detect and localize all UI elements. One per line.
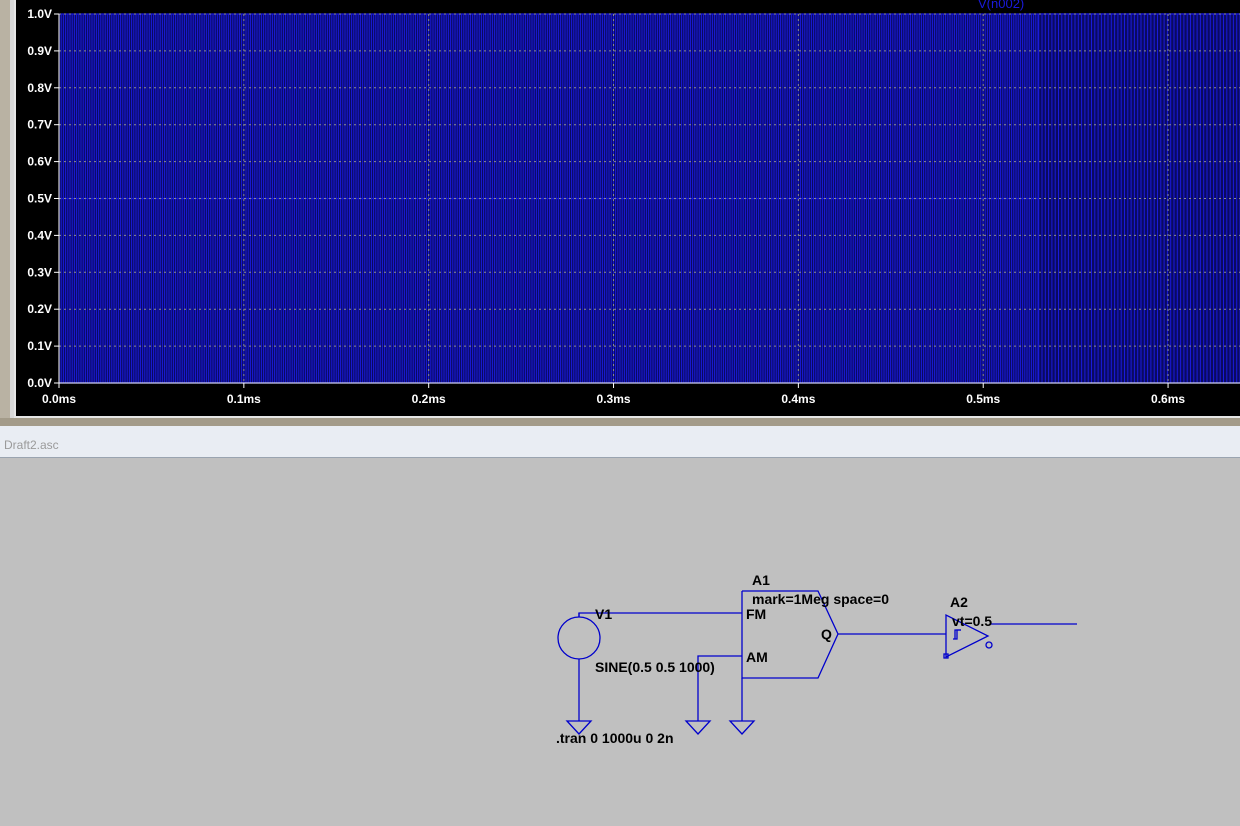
y-tick-label: 0.9V bbox=[27, 44, 52, 58]
ground-symbol bbox=[684, 720, 712, 735]
tran-directive[interactable]: .tran 0 1000u 0 2n bbox=[556, 730, 674, 746]
a1-params-label[interactable]: mark=1Meg space=0 bbox=[752, 591, 889, 607]
a1-name-label: A1 bbox=[752, 572, 770, 588]
a1-am-pin-label: AM bbox=[746, 649, 768, 665]
waveform-plot[interactable]: 1.0V 0.9V 0.8V 0.7V 0.6V 0.5V 0.4V 0.3V 0.2V 0.1V… bbox=[16, 0, 1240, 416]
a2-name-label: A2 bbox=[950, 594, 968, 610]
x-tick-label: 0.1ms bbox=[227, 392, 261, 406]
modulator-a1[interactable] bbox=[741, 590, 839, 679]
waveform-viewer[interactable]: 1.0V 0.9V 0.8V 0.7V 0.6V 0.5V 0.4V 0.3V 0.2V 0.1V… bbox=[14, 0, 1240, 418]
y-tick-label: 0.1V bbox=[27, 339, 52, 353]
y-tick-label: 0.7V bbox=[27, 118, 52, 132]
schematic-title-bar[interactable]: Draft2.asc bbox=[0, 426, 1240, 458]
schmitt-inverter-a2[interactable] bbox=[945, 613, 990, 659]
v1-value-label[interactable]: SINE(0.5 0.5 1000) bbox=[595, 659, 715, 675]
a2-params-label[interactable]: vt=0.5 bbox=[952, 613, 993, 629]
schematic-filename: Draft2.asc bbox=[4, 438, 59, 452]
ground-symbol bbox=[565, 720, 593, 735]
y-tick-label: 0.2V bbox=[27, 302, 52, 316]
a1-q-pin-label: Q bbox=[821, 626, 832, 642]
x-tick-label: 0.5ms bbox=[966, 392, 1000, 406]
window-border bbox=[10, 0, 14, 420]
y-tick-label: 0.3V bbox=[27, 265, 52, 279]
y-tick-label: 1.0V bbox=[27, 7, 52, 21]
x-tick-label: 0.2ms bbox=[412, 392, 446, 406]
y-tick-label: 0.6V bbox=[27, 155, 52, 169]
x-tick-label: 0.0ms bbox=[42, 392, 76, 406]
x-tick-label: 0.3ms bbox=[597, 392, 631, 406]
y-tick-label: 0.8V bbox=[27, 81, 52, 95]
ground-symbol bbox=[728, 720, 756, 735]
schematic-canvas[interactable] bbox=[0, 458, 1240, 826]
x-tick-label: 0.6ms bbox=[1151, 392, 1185, 406]
y-tick-label: 0.0V bbox=[27, 376, 52, 390]
a1-fm-pin-label: FM bbox=[746, 606, 767, 622]
v1-name-label: V1 bbox=[595, 606, 613, 622]
trace-label[interactable]: V(n002) bbox=[978, 0, 1024, 11]
desktop-strip bbox=[0, 418, 1240, 426]
y-tick-label: 0.4V bbox=[27, 228, 52, 242]
x-tick-label: 0.4ms bbox=[781, 392, 815, 406]
schematic-editor[interactable]: V1 SINE(0.5 0.5 1000) A1 mark=1Meg space… bbox=[0, 458, 1240, 826]
voltage-source-v1[interactable] bbox=[557, 616, 601, 660]
y-tick-label: 0.5V bbox=[27, 192, 52, 206]
